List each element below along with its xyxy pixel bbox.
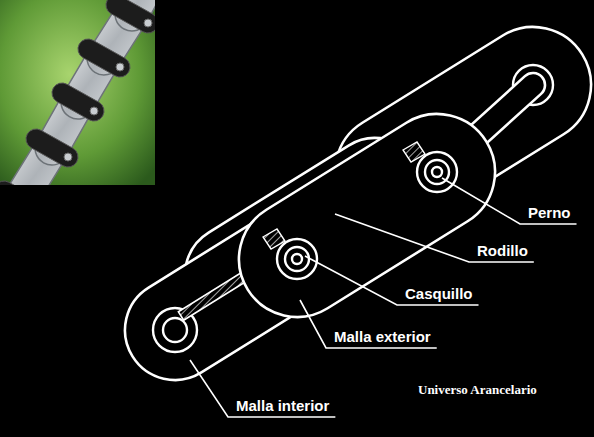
- part-label: Perno: [528, 204, 571, 221]
- leader-line: [335, 214, 534, 262]
- leader-line: [305, 256, 479, 305]
- part-label: Malla interior: [236, 397, 329, 414]
- pin-center: [432, 167, 442, 177]
- pin-end: [285, 247, 309, 271]
- pin-center: [292, 254, 302, 264]
- photo-chain-roller: [78, 39, 130, 77]
- plate-hole: [417, 152, 457, 192]
- leader-line: [300, 300, 437, 348]
- watermark: Universo Arancelario: [418, 382, 537, 398]
- photo-chain-pin: [144, 19, 152, 27]
- photo-chain-pin: [64, 153, 72, 161]
- section-hatch: [403, 142, 425, 162]
- pin-end: [163, 318, 187, 342]
- photo-chain-roller: [106, 0, 155, 33]
- photo-chain-pin: [90, 107, 98, 115]
- photo-chain-roller: [52, 83, 104, 121]
- part-label: Malla exterior: [334, 328, 431, 345]
- leader-line: [442, 178, 577, 224]
- part-label: Rodillo: [477, 242, 528, 259]
- outer-link-plate-front: [239, 114, 495, 317]
- leader-line: [190, 360, 335, 417]
- photo-chain-roller: [0, 181, 46, 185]
- part-label: Casquillo: [405, 285, 473, 302]
- photo-chain-roller: [26, 129, 78, 167]
- section-hatch: [263, 229, 285, 249]
- photo-chain-pin: [116, 63, 124, 71]
